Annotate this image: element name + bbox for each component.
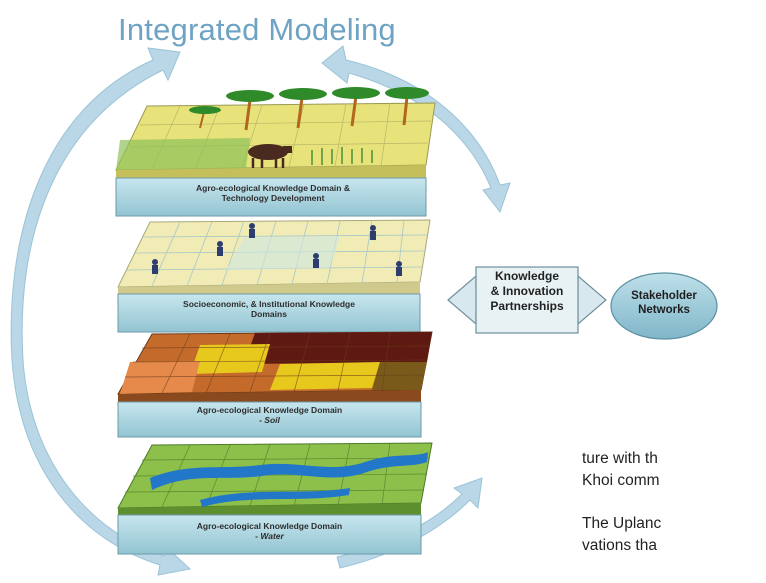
layer-water-label-line2: - Water (255, 530, 284, 541)
partnerships-label-line2: & Innovation (490, 284, 564, 298)
layer-water-label: Agro-ecological Knowledge Domain - Water (118, 521, 421, 542)
layer-technology-label-line1: Agro-ecological Knowledge Domain & (196, 183, 350, 193)
layer-socioeconomic-label-line2: Domains (251, 308, 287, 319)
layer-socioeconomic-label-line1: Socioeconomic, & Institutional Knowledge (183, 299, 355, 309)
body-text-line-3: The Uplanc (582, 515, 662, 532)
stakeholder-label-line2: Networks (638, 303, 690, 316)
stakeholder-label-line1: Stakeholder (631, 290, 697, 302)
tree-icons (244, 95, 409, 131)
cycle-arrow-left (10, 47, 192, 576)
cattle-icon (248, 144, 292, 168)
layer-technology-label: Agro-ecological Knowledge Domain & Techn… (118, 183, 428, 204)
stakeholder-networks-label: Stakeholder Networks (612, 290, 716, 318)
layer-soil-label-line2: - Soil (259, 414, 280, 425)
cycle-arrow-right (321, 45, 511, 214)
layer-water-label-line1: Agro-ecological Knowledge Domain (196, 521, 343, 531)
person-icons (152, 223, 402, 276)
body-text-line-1: ture with th (582, 450, 658, 467)
layer-socioeconomic-label-band (117, 293, 421, 333)
layer-soil-label-line1: Agro-ecological Knowledge Domain (196, 405, 343, 415)
partnerships-label: Knowledge & Innovation Partnerships (474, 269, 580, 314)
layer-socioeconomic (117, 219, 431, 333)
partnerships-box (475, 266, 579, 334)
crop-icons (311, 147, 373, 165)
stakeholder-networks-ellipse (610, 272, 718, 340)
layer-technology (115, 87, 436, 217)
layer-soil (117, 331, 433, 438)
layer-socioeconomic-label: Socioeconomic, & Institutional Knowledge… (118, 299, 420, 320)
layer-technology-label-line2: Technology Development (221, 192, 325, 203)
layer-soil-label: Agro-ecological Knowledge Domain - Soil (118, 405, 421, 426)
layer-water (117, 442, 433, 555)
body-text-line-4: vations tha (582, 537, 657, 554)
river-channel (150, 452, 428, 490)
layer-water-label-band (117, 514, 422, 555)
diagram-title: Integrated Modeling (118, 12, 396, 47)
partnerships-label-line1: Knowledge (494, 269, 559, 283)
partnerships-label-line3: Partnerships (490, 299, 564, 313)
body-text-line-2: Khoi comm (582, 472, 660, 489)
layer-soil-label-band (117, 401, 422, 438)
layer-technology-label-band (115, 177, 427, 217)
cycle-arrows (10, 45, 511, 576)
